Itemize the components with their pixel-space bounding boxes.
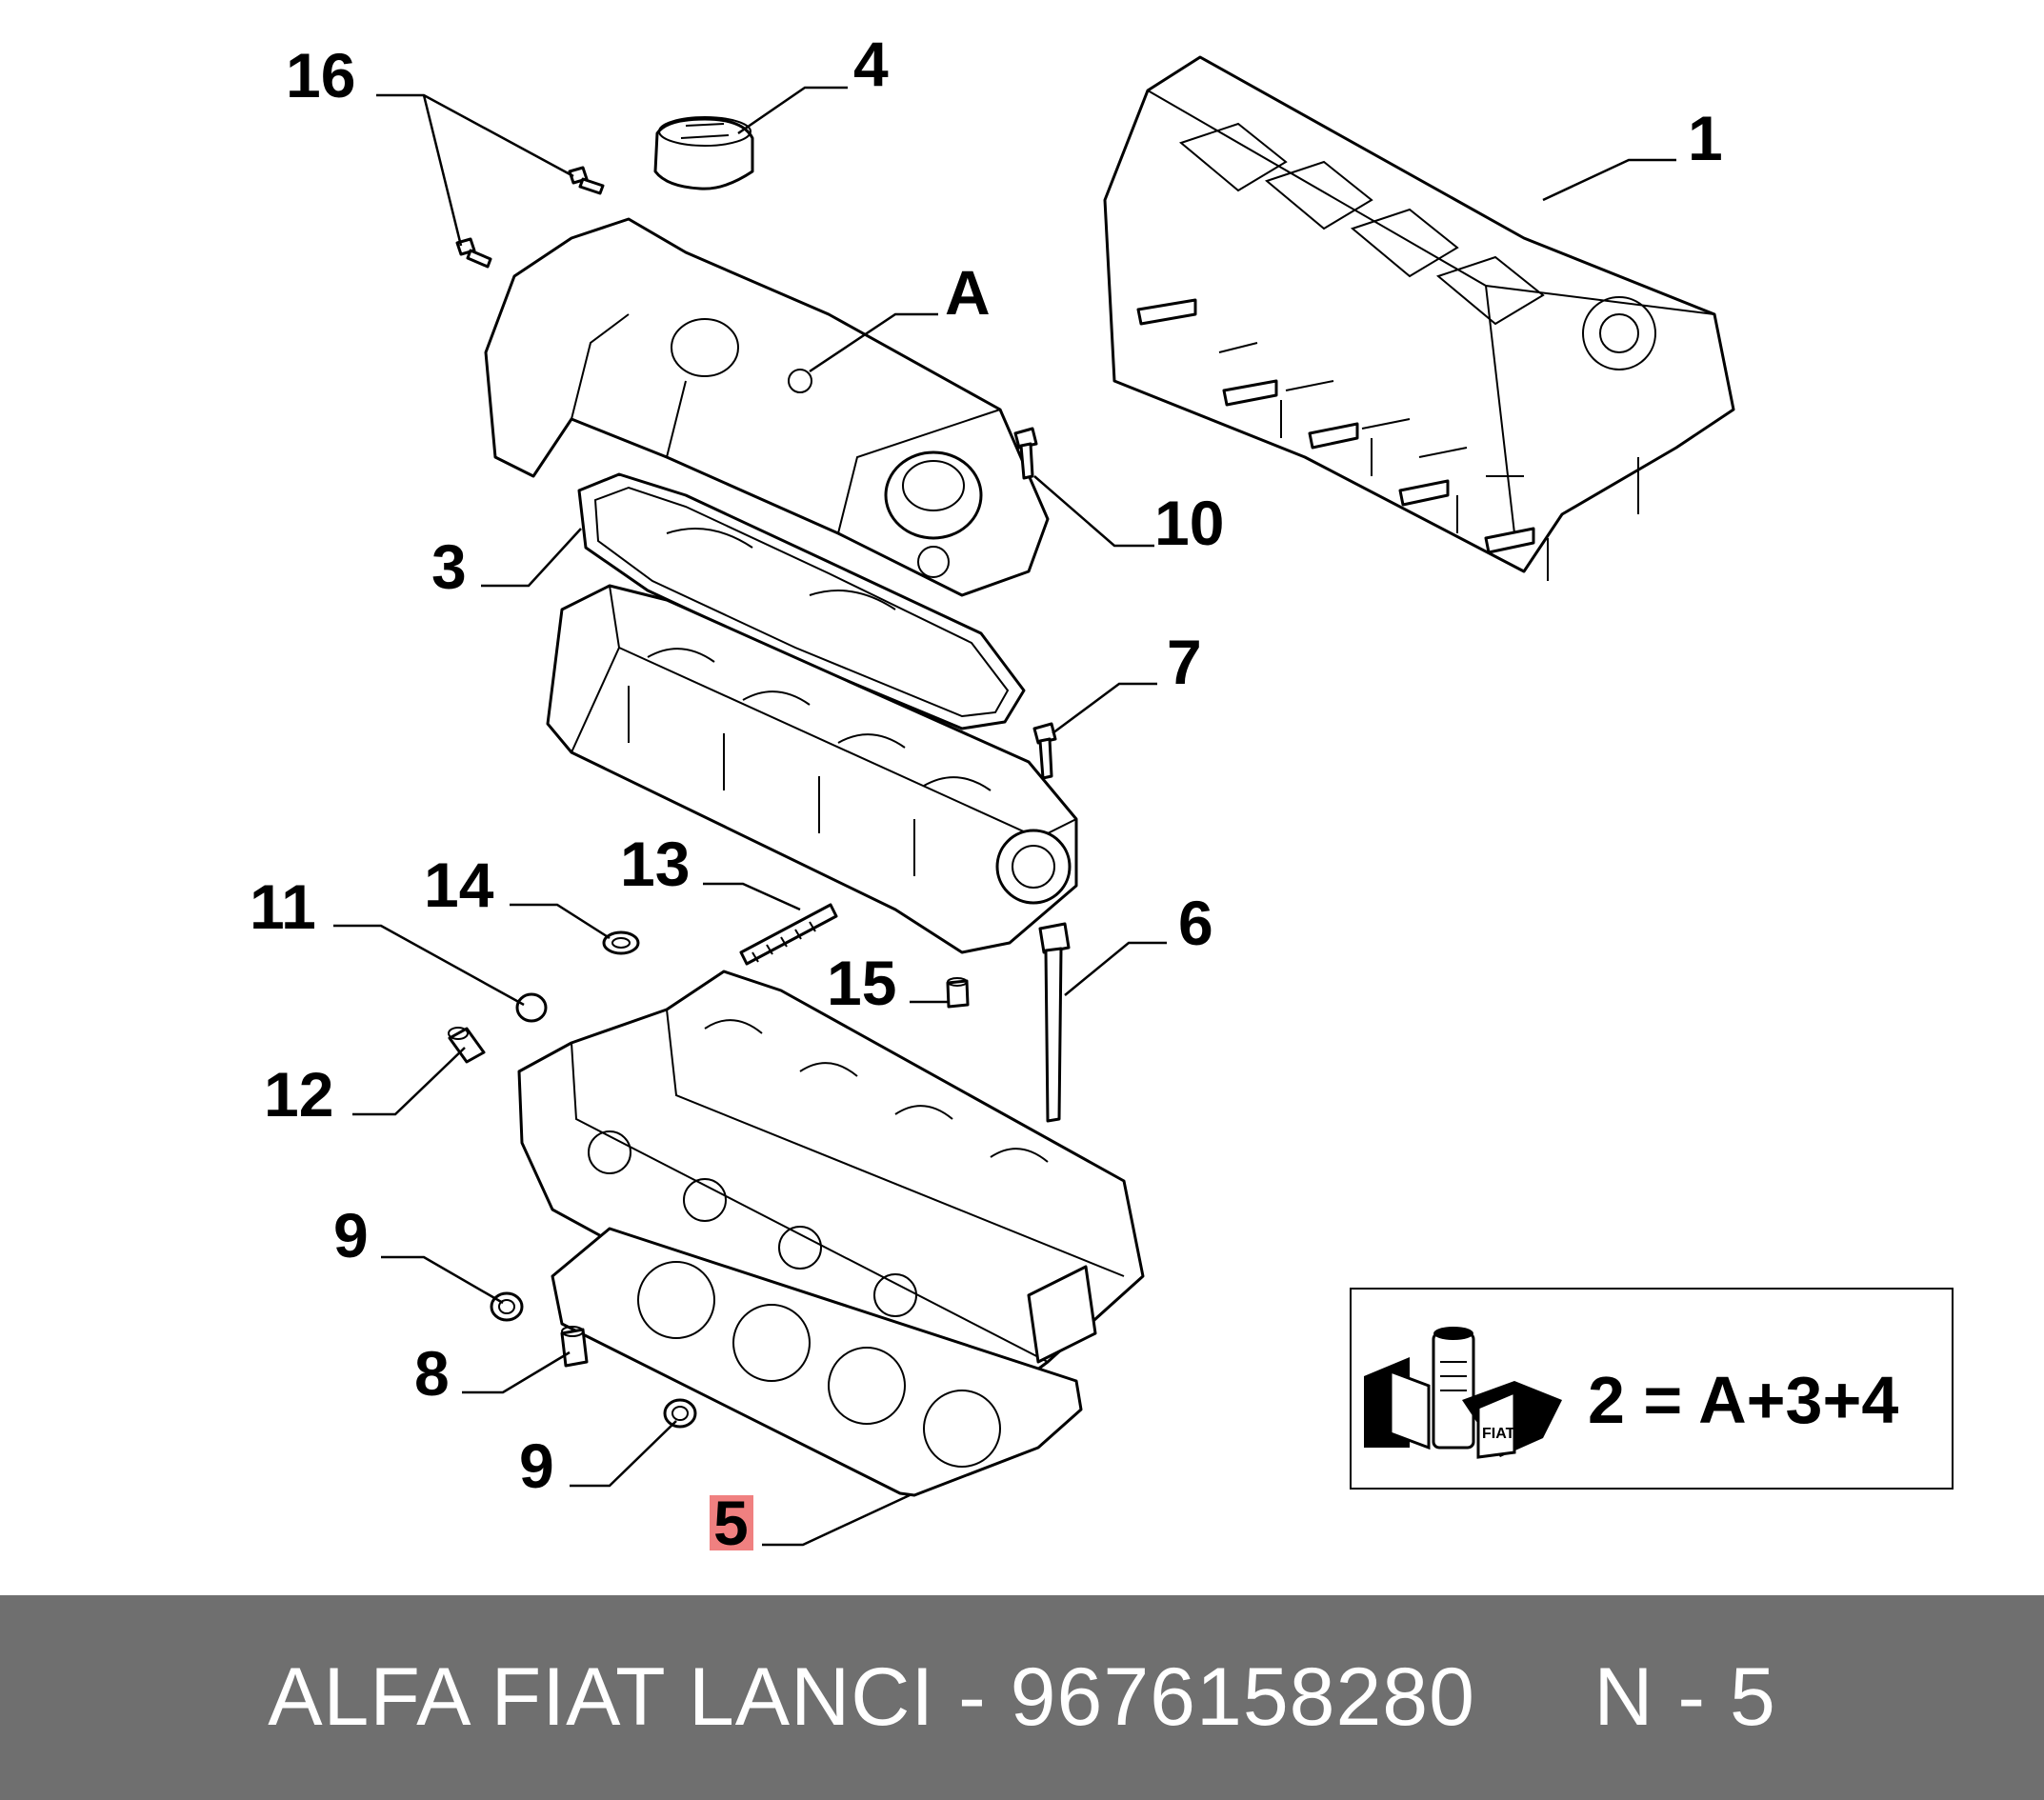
camshaft-carrier: [546, 584, 1078, 954]
exploded-parts-diagram: 16 4 A 1 10 3 7 13 14 11 15 6 12 9 8 9 5…: [250, 29, 1954, 1558]
callout-labels: 16 4 A 1 10 3 7 13 14 11 15 6 12 9 8 9 5: [250, 29, 1723, 1558]
footer-part-number: ALFA FIAT LANCI - 9676158280 N - 5: [268, 1651, 1776, 1743]
head-bolt-6: [1038, 922, 1071, 1123]
callout-A: A: [945, 257, 991, 328]
cover-gasket: [577, 472, 1026, 730]
callout-4: 4: [853, 29, 889, 99]
bolt-16-upper: [568, 166, 605, 195]
callout-1: 1: [1688, 103, 1723, 173]
plug-11: [515, 992, 548, 1023]
callout-6: 6: [1178, 888, 1213, 958]
sleeve-12: [448, 1027, 486, 1064]
callout-3: 3: [431, 531, 467, 602]
callout-8: 8: [414, 1338, 450, 1409]
cam-cover-A: [484, 217, 1050, 597]
callout-16: 16: [286, 40, 355, 110]
callout-10: 10: [1154, 488, 1224, 558]
bolt-7: [1032, 722, 1057, 780]
kit-composition-box: FIAT 2 = A+3+4: [1350, 1288, 1954, 1490]
dowel-15: [946, 977, 970, 1009]
kit-formula: 2 = A+3+4: [1588, 1363, 1898, 1437]
seal-9-upper: [490, 1291, 524, 1322]
callout-9-upper: 9: [333, 1200, 369, 1270]
cylinder-head-assembly: [1103, 55, 1735, 581]
callout-9-lower: 9: [519, 1430, 554, 1501]
callout-13: 13: [620, 829, 690, 899]
callout-5: 5: [713, 1488, 749, 1558]
oil-filler-cap: [653, 116, 754, 190]
leader-lines: [333, 86, 1676, 1547]
o-ring-14: [602, 930, 640, 955]
bolt-16-lower: [455, 237, 492, 269]
seal-9-lower: [663, 1398, 697, 1429]
footer-bar: ALFA FIAT LANCI - 9676158280 N - 5: [0, 1595, 2044, 1800]
fiat-parts-logo: FIAT: [1364, 1327, 1562, 1459]
callout-7: 7: [1167, 627, 1202, 697]
stud-13: [739, 903, 838, 966]
callout-12: 12: [264, 1059, 333, 1130]
dowel-8: [560, 1326, 589, 1368]
bolt-10: [1013, 427, 1038, 480]
callout-5-highlight: [710, 1495, 753, 1550]
head-gasket-5: [551, 1227, 1083, 1497]
callout-11: 11: [250, 871, 316, 942]
callout-14: 14: [424, 850, 494, 920]
fiat-logo-text: FIAT: [1482, 1426, 1515, 1442]
callout-15: 15: [827, 948, 896, 1018]
